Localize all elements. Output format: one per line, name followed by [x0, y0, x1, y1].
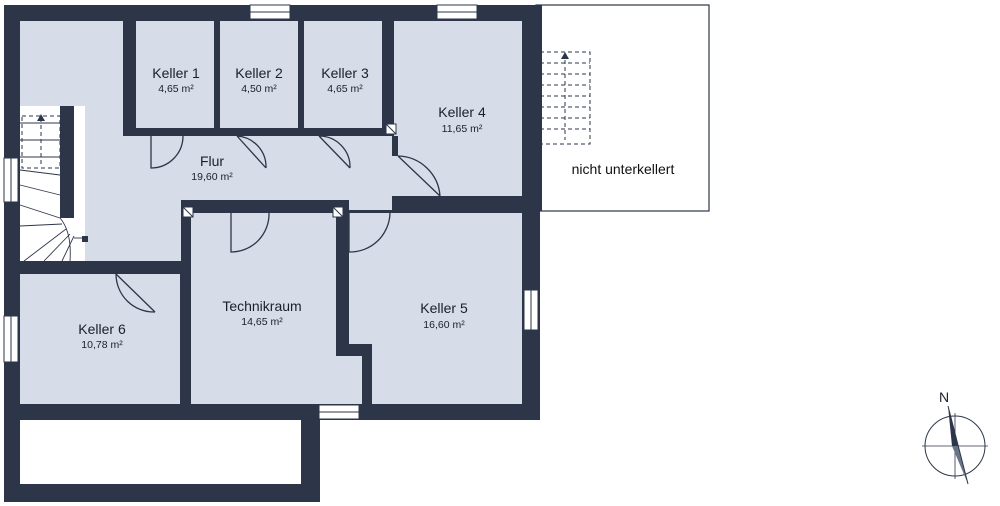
- room-name-keller4: Keller 4: [438, 104, 486, 120]
- unexcavated-extension: [535, 4, 710, 212]
- extension-label: nicht unterkellert: [572, 161, 675, 177]
- room-area-keller2: 4,50 m²: [241, 83, 277, 95]
- room-name-keller1: Keller 1: [152, 65, 200, 81]
- room-name-technikraum: Technikraum: [222, 298, 301, 314]
- room-area-keller3: 4,65 m²: [327, 83, 363, 95]
- room-area-flur: 19,60 m²: [191, 171, 233, 183]
- room-name-keller2: Keller 2: [235, 65, 283, 81]
- shaft-markers: [182, 123, 397, 218]
- onoffice-logo: onOffice: [525, 361, 535, 398]
- compass-icon: N: [922, 389, 988, 485]
- compass-north-label: N: [939, 389, 949, 405]
- room-name-flur: Flur: [200, 153, 224, 169]
- room-area-keller5: 16,60 m²: [423, 319, 465, 331]
- room-area-keller4: 11,65 m²: [442, 123, 483, 135]
- room-area-keller1: 4,65 m²: [158, 83, 194, 95]
- room-name-keller5: Keller 5: [420, 300, 468, 316]
- room-labels: Keller 1 4,65 m² Keller 2 4,50 m² Keller…: [78, 65, 674, 351]
- windows: [3, 4, 539, 420]
- room-name-keller3: Keller 3: [321, 65, 369, 81]
- room-area-keller6: 10,78 m²: [81, 339, 123, 351]
- staircase-icon: [19, 106, 88, 262]
- room-area-technikraum: 14,65 m²: [241, 316, 283, 328]
- light-well: [20, 420, 301, 484]
- svg-text:onOffice: onOffice: [525, 361, 535, 398]
- door-swings: [115, 135, 441, 313]
- room-name-keller6: Keller 6: [78, 321, 126, 337]
- interior-walls: [20, 21, 528, 404]
- floors: [20, 21, 522, 404]
